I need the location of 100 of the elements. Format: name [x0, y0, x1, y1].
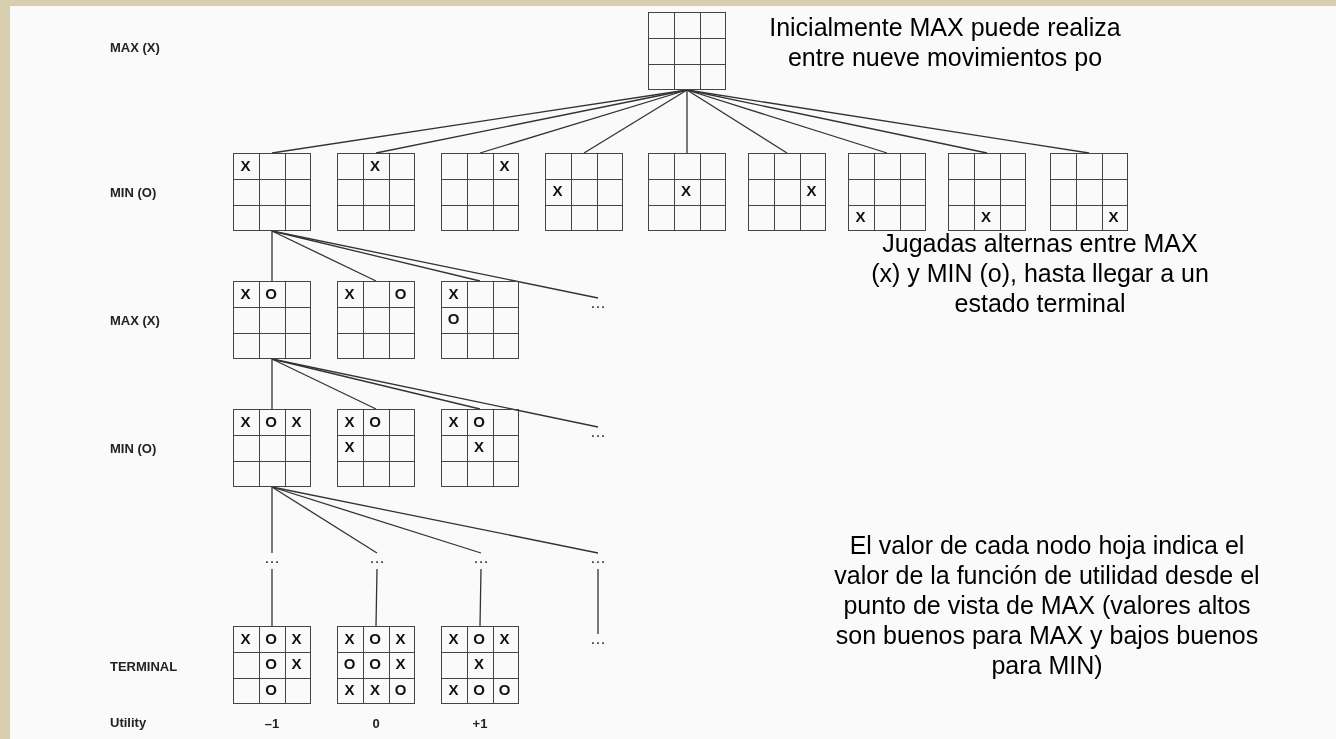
game-board [948, 153, 1026, 231]
board-mark: O [368, 654, 382, 674]
tree-edge [271, 230, 599, 299]
board-mark: X [980, 206, 992, 227]
board-mark: X [343, 628, 356, 649]
game-board [233, 281, 311, 359]
level-label: MAX (X) [110, 313, 160, 328]
note-text: Jugadas alternas entre MAX (x) y MIN (o), hasta llegar a un estado terminal [870, 228, 1210, 318]
tree-edge [271, 358, 599, 428]
board-mark: O [264, 283, 278, 304]
board-mark: X [473, 437, 485, 457]
tree-edge [271, 486, 273, 554]
board-mark: X [239, 283, 252, 304]
tree-edge [271, 568, 273, 627]
board-mark: X [369, 679, 381, 700]
ellipsis: … [583, 634, 613, 650]
utility-value: –1 [263, 716, 281, 731]
tree-edge [271, 358, 273, 410]
board-mark: X [680, 181, 692, 201]
board-mark: X [447, 411, 460, 432]
tree-edge [271, 358, 377, 410]
board-mark: X [447, 679, 460, 700]
tree-edge [597, 568, 599, 635]
tree-edge [686, 89, 688, 154]
board-mark: X [343, 679, 356, 700]
level-label: MIN (O) [110, 441, 157, 456]
board-mark: X [394, 654, 407, 674]
tree-edge [375, 568, 378, 627]
tree-edge [271, 230, 273, 282]
tree-edge [479, 89, 688, 154]
board-mark: X [551, 181, 564, 201]
board-mark: X [239, 628, 252, 649]
tree-edge [271, 230, 377, 282]
board-mark: X [805, 181, 818, 201]
board-mark: O [472, 628, 486, 649]
game-board [233, 626, 311, 704]
board-mark: O [342, 654, 357, 674]
board-mark: O [472, 411, 486, 432]
game-board [233, 409, 311, 487]
board-mark: X [343, 411, 356, 432]
tree-edge [686, 89, 1090, 154]
utility-value: 0 [371, 716, 381, 731]
game-board [648, 12, 726, 90]
board-mark: X [447, 628, 460, 649]
game-board [545, 153, 623, 231]
board-mark: O [264, 628, 278, 649]
board-mark: O [264, 679, 278, 700]
ellipsis: … [583, 427, 613, 443]
board-mark: X [498, 628, 511, 649]
game-board [441, 626, 519, 704]
board-mark: O [446, 309, 461, 329]
level-label: MAX (X) [110, 40, 160, 55]
note-text: Inicialmente MAX puede realiza entre nueve movimientos po [768, 12, 1122, 72]
board-mark: X [343, 437, 356, 457]
game-board [648, 153, 726, 231]
board-mark: X [394, 628, 407, 649]
board-mark: O [497, 679, 512, 700]
game-board [1050, 153, 1128, 231]
board-mark: X [290, 411, 303, 432]
board-mark: X [854, 206, 867, 227]
board-mark: X [447, 283, 460, 304]
note-text: El valor de cada nodo hoja indica el valor de la función de utilidad desde el punto de vista de MAX (valores altos son buenos para MAX y bajos buenos para MIN) [833, 530, 1261, 680]
game-board [748, 153, 826, 231]
game-board [337, 626, 415, 704]
board-mark: O [472, 679, 486, 700]
ellipsis: … [583, 553, 613, 569]
board-mark: X [239, 411, 252, 432]
utility-value: +1 [471, 716, 489, 731]
ellipsis: … [362, 553, 392, 569]
level-label: MIN (O) [110, 185, 157, 200]
game-board [848, 153, 926, 231]
board-mark: O [393, 679, 408, 700]
tree-edge [583, 89, 688, 154]
board-mark: X [290, 628, 303, 649]
board-mark: O [368, 411, 382, 432]
ellipsis: … [257, 553, 287, 569]
board-mark: X [369, 155, 381, 176]
board-mark: X [290, 654, 303, 674]
level-label: Utility [110, 715, 147, 730]
game-board [441, 153, 519, 231]
tree-edge [271, 486, 599, 554]
board-mark: O [264, 654, 278, 674]
level-label: TERMINAL [110, 659, 178, 674]
game-board [441, 409, 519, 487]
game-board [337, 409, 415, 487]
game-board [441, 281, 519, 359]
board-mark: X [473, 654, 485, 674]
tree-edge [686, 89, 788, 154]
ellipsis: … [583, 298, 613, 314]
tree-edge [479, 568, 482, 627]
ellipsis: … [466, 553, 496, 569]
board-mark: O [368, 628, 382, 649]
tree-edge [271, 486, 378, 554]
board-mark: X [239, 155, 252, 176]
board-mark: O [393, 283, 408, 304]
board-mark: X [498, 155, 511, 176]
board-mark: X [343, 283, 356, 304]
game-board [337, 281, 415, 359]
board-mark: O [264, 411, 278, 432]
game-board [233, 153, 311, 231]
